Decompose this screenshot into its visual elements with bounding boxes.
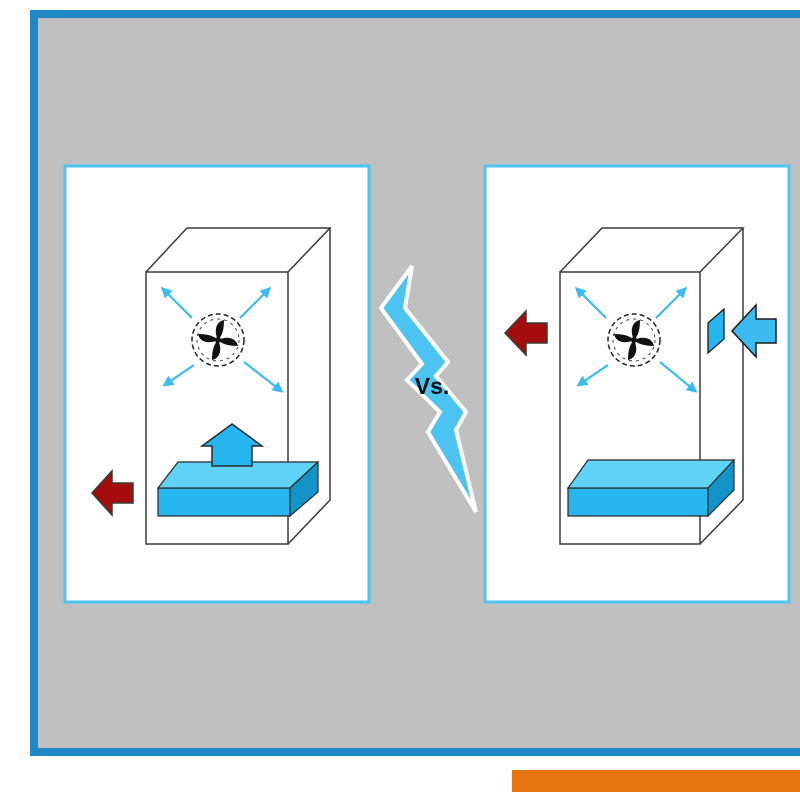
intake-arrow-icon [730, 303, 777, 359]
exhaust-arrow-left-icon [90, 469, 134, 517]
exhaust-arrow-left-icon [503, 309, 548, 357]
left-airflow-arrows [160, 286, 284, 393]
right-panel-frame [483, 164, 791, 604]
intake-vent-icon [707, 307, 725, 355]
accent-bar [512, 770, 800, 792]
left-cabinet [145, 227, 332, 545]
vs-label: Vs. [415, 373, 450, 399]
left-panel [63, 164, 371, 604]
lightning-bolt-icon [378, 264, 478, 514]
fan-icon [191, 313, 245, 367]
up-arrow-icon [199, 423, 265, 467]
right-ac-unit [566, 458, 736, 518]
right-airflow-arrows [574, 286, 698, 393]
right-panel [483, 164, 791, 604]
fan-icon [607, 313, 661, 367]
left-ac-unit [156, 460, 320, 518]
left-panel-frame [63, 164, 371, 604]
